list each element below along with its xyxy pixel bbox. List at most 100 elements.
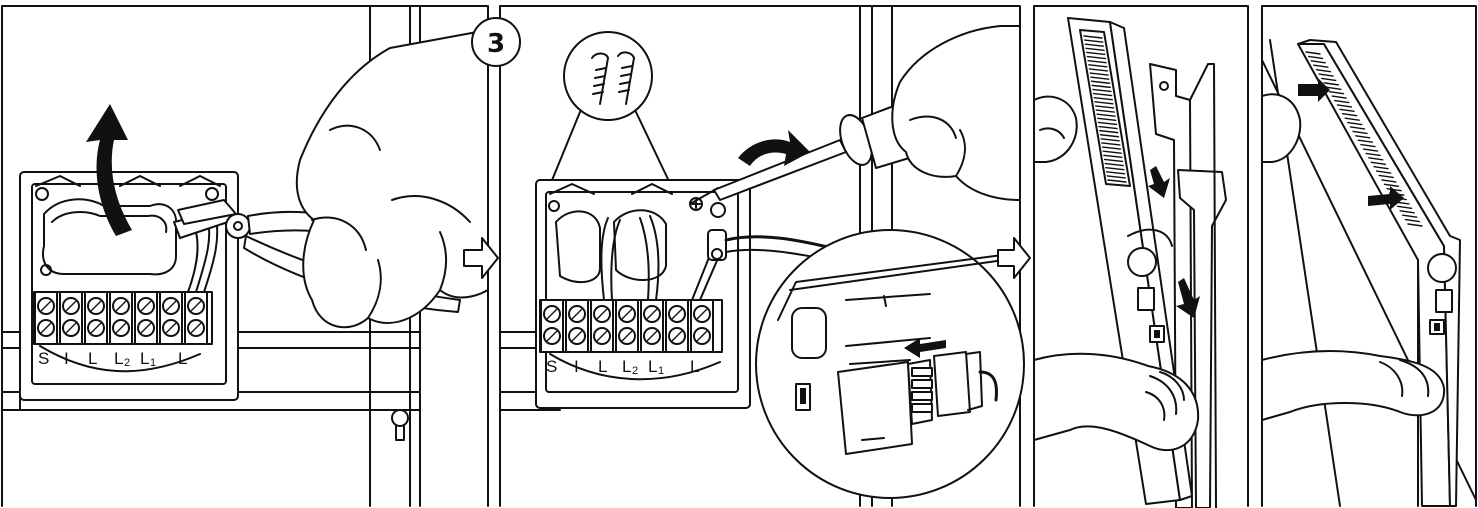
terminal-label: L: [598, 357, 607, 376]
grille-slot: [1090, 76, 1110, 80]
terminal-label: L: [88, 349, 97, 368]
rotate-arrow-icon: [738, 130, 810, 166]
screws-callout: [547, 31, 677, 197]
terminal-screw-icon: [62, 297, 80, 315]
terminal-label: S: [38, 349, 49, 368]
grille-slot: [1088, 68, 1109, 72]
grille-slot: [1336, 104, 1353, 108]
terminal-subscript: 2: [124, 357, 130, 369]
grille-slot: [1357, 139, 1374, 143]
terminal-cell: [159, 291, 183, 345]
grille-slot: [1094, 101, 1114, 105]
grille-slot: [1320, 77, 1337, 82]
grille-slot: [1095, 109, 1116, 113]
wires: [600, 215, 660, 301]
down-arrow-icon: [1176, 278, 1200, 318]
grille-slot: [1107, 179, 1127, 183]
grille-slot: [1102, 150, 1122, 154]
terminal-block: [33, 291, 213, 345]
terminal-label: I: [64, 349, 69, 368]
grille-slot: [1347, 121, 1363, 126]
grille-slot: [1407, 223, 1423, 227]
grille-slot: [1098, 125, 1118, 130]
terminal-screw-icon: [62, 319, 80, 337]
terminal-screw-icon: [137, 319, 155, 337]
plug-icon: [837, 359, 933, 455]
grille-slot: [1091, 84, 1111, 89]
grille-slot: [1105, 166, 1125, 171]
grille-slot: [1331, 95, 1347, 99]
grille-slot: [1088, 64, 1108, 68]
terminal-screw-icon: [87, 319, 105, 337]
terminal-screw-icon: [87, 297, 105, 315]
grille-slot: [1360, 143, 1376, 148]
terminal-screw-icon: [668, 327, 686, 345]
hand-icon: [1033, 352, 1200, 451]
grille-slot: [1096, 113, 1116, 117]
terminal-cell: [640, 299, 664, 353]
grille-slot: [1103, 158, 1124, 163]
terminal-screw-icon: [643, 327, 661, 345]
terminal-subscript: 1: [658, 365, 664, 377]
panel-2: 3: [471, 5, 1031, 507]
terminal-cell: [34, 291, 58, 345]
grille-slot: [1381, 179, 1397, 183]
terminal-cell: [109, 291, 133, 345]
grille-slot: [1100, 138, 1120, 142]
grille-slot: [1352, 130, 1368, 135]
terminal-screw-icon: [618, 327, 636, 345]
terminal-cell: [690, 299, 714, 353]
grille-slot: [1375, 170, 1392, 174]
grille-slot: [1362, 148, 1379, 152]
grille-slot: [1310, 60, 1326, 64]
grille-slot: [1344, 117, 1360, 121]
terminal-screw-icon: [37, 297, 55, 315]
grille-slot: [1326, 86, 1342, 90]
grille-slot: [1086, 51, 1106, 56]
terminal-screw-icon: [112, 319, 130, 337]
panel-1-frame: [1, 5, 489, 507]
junction-box: S I L L 2 L 1 L: [535, 179, 842, 409]
down-arrow-icon: [1148, 166, 1170, 198]
screw-icon: [591, 52, 609, 105]
cable-clamp: [707, 229, 727, 261]
grille-slot: [1083, 35, 1103, 39]
terminal-screw-icon: [162, 319, 180, 337]
terminal-screw-icon: [593, 327, 611, 345]
grille-slot: [1086, 55, 1107, 60]
grille-slot: [1087, 59, 1107, 64]
grille-slot: [1354, 135, 1371, 139]
grille-slot: [1101, 142, 1121, 146]
terminal-screw-icon: [668, 305, 686, 323]
grille-slot: [1341, 113, 1358, 117]
panel-3-frame: [1033, 5, 1249, 507]
panel-4-frame: [1261, 5, 1477, 507]
keyhole-slot: [391, 409, 409, 441]
terminal-screw-icon: [543, 305, 561, 323]
terminal-label: L: [140, 349, 149, 368]
terminal-cell: [84, 291, 108, 345]
grille-slot: [1373, 165, 1389, 170]
right-arrow-icon: [1298, 78, 1330, 102]
terminal-cell: [615, 299, 639, 353]
terminal-label: L: [114, 349, 123, 368]
terminal-screw-icon: [693, 305, 711, 323]
terminal-cell: [565, 299, 589, 353]
terminal-screw-icon: [593, 305, 611, 323]
grille-slot: [1383, 183, 1400, 188]
terminal-label: I: [574, 357, 579, 376]
grille-slot: [1365, 152, 1381, 157]
grille-slot: [1339, 108, 1355, 113]
hand-icon: [891, 25, 1021, 201]
terminal-screw-icon: [618, 305, 636, 323]
screw-icon: [617, 51, 635, 105]
terminal-subscript: 1: [150, 357, 156, 369]
panel-1: S I L L 2 L 1 L: [1, 5, 499, 507]
grille-slot: [1368, 157, 1384, 161]
grille-slot: [1399, 210, 1415, 214]
hand-icon: [1261, 93, 1302, 163]
grille-slot: [1089, 72, 1109, 76]
terminal-screw-icon: [137, 297, 155, 315]
grille-slot: [1328, 90, 1345, 95]
